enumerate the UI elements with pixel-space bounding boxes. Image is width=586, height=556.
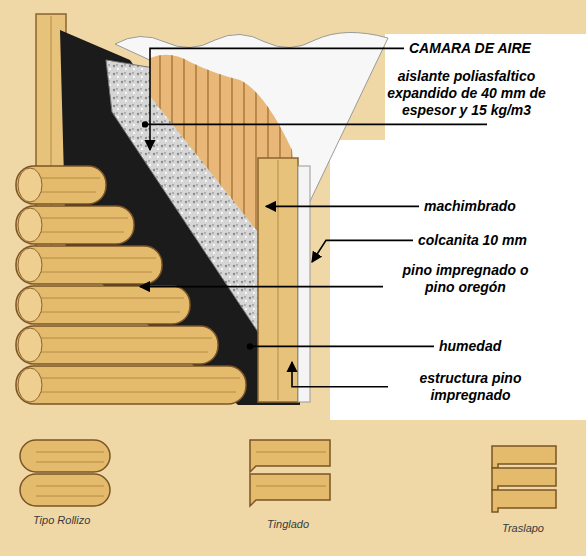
profile-label: Tipo Rollizo bbox=[33, 514, 90, 527]
profile-label: Traslapo bbox=[502, 522, 544, 535]
leader-line bbox=[250, 346, 434, 348]
leader-line bbox=[145, 124, 487, 126]
part-label: pino impregnado o pino oregón bbox=[388, 262, 543, 296]
leader-line bbox=[150, 48, 404, 150]
part-label: estructura pino impregnado bbox=[393, 370, 548, 404]
leader-line bbox=[292, 362, 388, 387]
leader-line bbox=[140, 286, 383, 288]
part-label: machimbrado bbox=[424, 198, 516, 215]
leader-line bbox=[312, 240, 413, 262]
part-label: colcanita 10 mm bbox=[418, 232, 527, 249]
part-label: humedad bbox=[439, 338, 501, 355]
profile-label: Tinglado bbox=[267, 518, 309, 531]
leader-line bbox=[266, 206, 419, 208]
part-label: aislante poliasfaltico expandido de 40 m… bbox=[364, 68, 569, 118]
part-label: CAMARA DE AIRE bbox=[409, 40, 531, 57]
